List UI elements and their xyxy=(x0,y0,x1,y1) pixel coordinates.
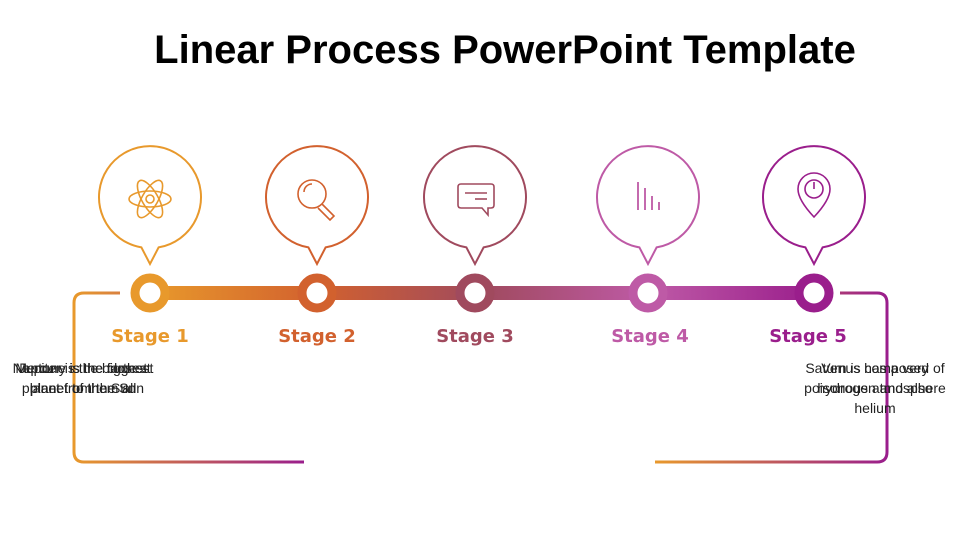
right-description-text-2: Saturn is composed of hydrogen and also … xyxy=(805,360,945,416)
stage-3-dot xyxy=(455,273,495,313)
right-bracket xyxy=(655,291,889,464)
page-title: Linear Process PowerPoint Template xyxy=(154,28,856,72)
stage-1-label: Stage 1 xyxy=(111,326,189,347)
bar-chart-icon xyxy=(637,182,660,210)
stage-1-dot xyxy=(130,273,170,313)
stage-3-label: Stage 3 xyxy=(436,326,514,347)
search-icon xyxy=(297,179,336,222)
stage-5-label: Stage 5 xyxy=(769,326,847,347)
left-description-text-1: Mercury is the closest planet to the Sun xyxy=(15,360,151,396)
stage-5-dot xyxy=(794,273,834,313)
atom-icon xyxy=(128,179,172,219)
stage-3-node xyxy=(423,145,527,313)
stage-1-bubble xyxy=(98,145,202,267)
stage-2-bubble xyxy=(265,145,369,267)
stage-2-label: Stage 2 xyxy=(278,326,356,347)
left-description-text-3: Jupiter is the biggest planet of them al… xyxy=(18,360,148,396)
stage-4-bubble xyxy=(596,145,700,267)
right-description-text-1: Venus has a very poisonous atmosphere xyxy=(804,360,946,396)
stage-4-label: Stage 4 xyxy=(611,326,689,347)
stage-2-dot xyxy=(297,273,337,313)
stage-5-bubble xyxy=(762,145,866,267)
stage-3-bubble xyxy=(423,145,527,267)
stage-5-node xyxy=(762,145,866,313)
location-pin-icon xyxy=(797,172,831,219)
left-description-text-2: Neptune is the farthest planet from the … xyxy=(12,360,154,396)
stage-4-node xyxy=(596,145,700,313)
chat-icon xyxy=(457,183,495,218)
stage-2-node xyxy=(265,145,369,313)
left-bracket xyxy=(72,291,304,464)
stage-1-node xyxy=(98,145,202,313)
stage-4-dot xyxy=(628,273,668,313)
